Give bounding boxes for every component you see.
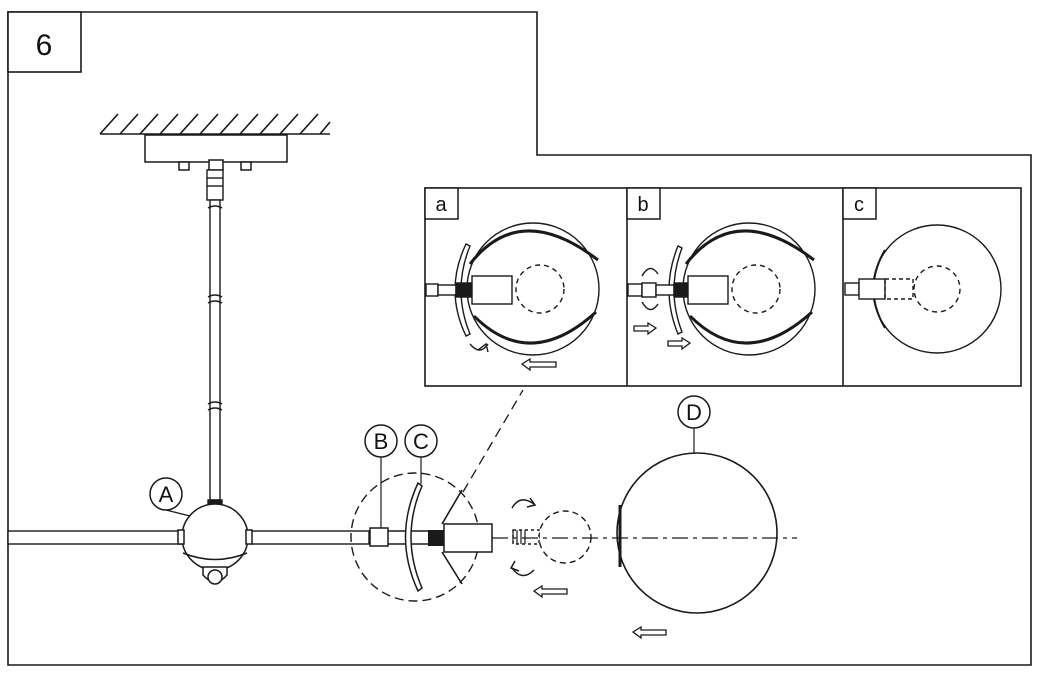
direction-arrow-icon (532, 584, 568, 599)
step-number: 6 (36, 29, 53, 62)
part-label-b: B (364, 424, 398, 528)
glass-shade (616, 452, 778, 614)
direction-arrow-icon (633, 321, 658, 336)
part-label-a: A (149, 477, 191, 517)
part-label-b-text: B (374, 429, 389, 454)
panel-a: a (424, 187, 600, 372)
rotate-arrows-icon (509, 497, 537, 577)
central-hub (177, 503, 253, 585)
direction-arrow-icon (631, 625, 667, 640)
lamp-arm (7, 530, 370, 545)
direction-arrow-icon (520, 357, 557, 372)
ceiling-canopy (144, 134, 288, 171)
shade-holder (404, 481, 423, 593)
panel-b: b (626, 187, 816, 356)
part-label-d: D (677, 395, 711, 453)
panel-b-label: b (637, 194, 648, 216)
part-label-d-text: D (686, 400, 702, 425)
panel-a-label: a (435, 194, 447, 216)
panel-c-label: c (854, 194, 864, 216)
lamp-socket (443, 523, 493, 553)
step-frame (7, 11, 1032, 666)
direction-arrow-icon (667, 336, 692, 351)
ring-nut (369, 527, 389, 547)
detail-leader-line (462, 389, 524, 493)
step-number-box: 6 (7, 11, 82, 73)
part-label-a-text: A (159, 482, 174, 507)
suspension-rod (206, 169, 224, 509)
panel-c: c (842, 187, 1002, 354)
part-label-c: C (404, 424, 438, 484)
part-label-c-text: C (413, 429, 429, 454)
ceiling-hatch (99, 113, 331, 135)
thread (428, 530, 444, 546)
light-bulb (512, 510, 592, 564)
socket-bracket (441, 489, 463, 585)
